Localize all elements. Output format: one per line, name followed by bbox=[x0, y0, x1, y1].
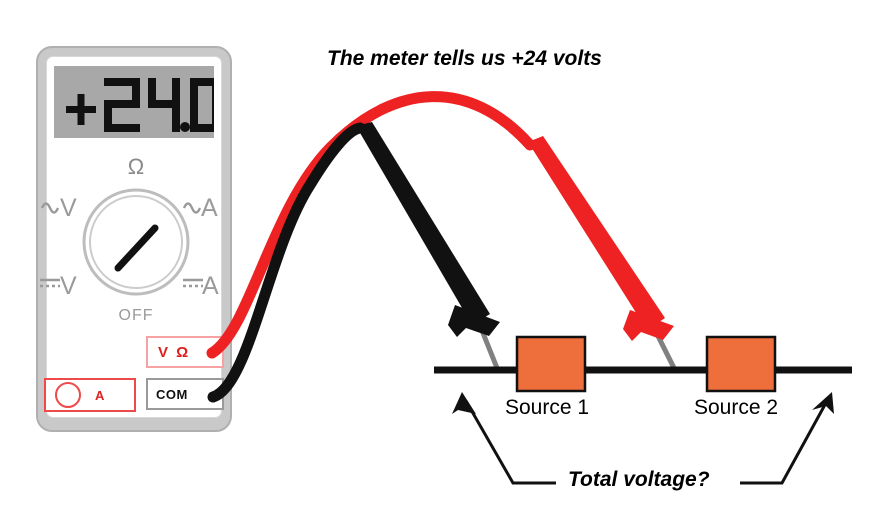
source-2-label: Source 2 bbox=[694, 396, 779, 419]
jack-common-label: COM bbox=[156, 386, 188, 402]
svg-text:V: V bbox=[60, 272, 77, 300]
jack-volts-ohms-label: V Ω bbox=[158, 343, 191, 361]
amp-jack-ring-icon bbox=[55, 382, 81, 408]
svg-text:A: A bbox=[201, 194, 218, 222]
lcd-plus-sign bbox=[66, 94, 96, 125]
dial-ohm-label: Ω bbox=[128, 154, 144, 179]
red-test-lead bbox=[206, 91, 536, 359]
source-2-block bbox=[705, 335, 777, 393]
black-probe bbox=[356, 122, 500, 369]
source-1-label: Source 1 bbox=[505, 396, 590, 419]
total-voltage-annotation: Total voltage? bbox=[568, 468, 710, 491]
black-probe-guard bbox=[448, 305, 500, 337]
black-probe-tip bbox=[474, 317, 500, 369]
dial-off-label: OFF bbox=[119, 307, 154, 324]
jack-amps-label: A bbox=[95, 387, 105, 403]
red-probe-tip bbox=[648, 320, 679, 374]
dial-ac-current-label: A bbox=[182, 194, 218, 222]
red-probe-body bbox=[528, 136, 665, 330]
jack-amps[interactable]: A bbox=[44, 378, 136, 412]
lcd-decimal-point bbox=[180, 122, 190, 132]
red-probe-guard bbox=[623, 310, 674, 341]
svg-text:A: A bbox=[202, 272, 219, 300]
left-arrowhead bbox=[452, 392, 476, 414]
source-1-block bbox=[515, 335, 587, 393]
jack-volts-ohms[interactable]: V Ω bbox=[146, 336, 224, 368]
right-arrowhead bbox=[812, 392, 834, 414]
selector-dial[interactable]: Ω V A V A OF bbox=[38, 150, 234, 330]
meter-reading-annotation: The meter tells us +24 volts bbox=[327, 47, 602, 70]
lcd-digit-0 bbox=[190, 78, 214, 132]
dial-dc-voltage-label: V bbox=[40, 272, 77, 300]
lcd-digit-2 bbox=[104, 78, 140, 132]
svg-text:V: V bbox=[60, 194, 77, 222]
dial-dc-current-label: A bbox=[183, 272, 219, 300]
dial-ac-voltage-label: V bbox=[40, 194, 77, 222]
lcd-display bbox=[54, 66, 214, 138]
jack-common[interactable]: COM bbox=[146, 378, 224, 410]
black-probe-body bbox=[356, 122, 490, 325]
lcd-digit-4 bbox=[148, 78, 180, 132]
red-probe bbox=[528, 136, 679, 374]
black-test-lead bbox=[207, 122, 366, 403]
